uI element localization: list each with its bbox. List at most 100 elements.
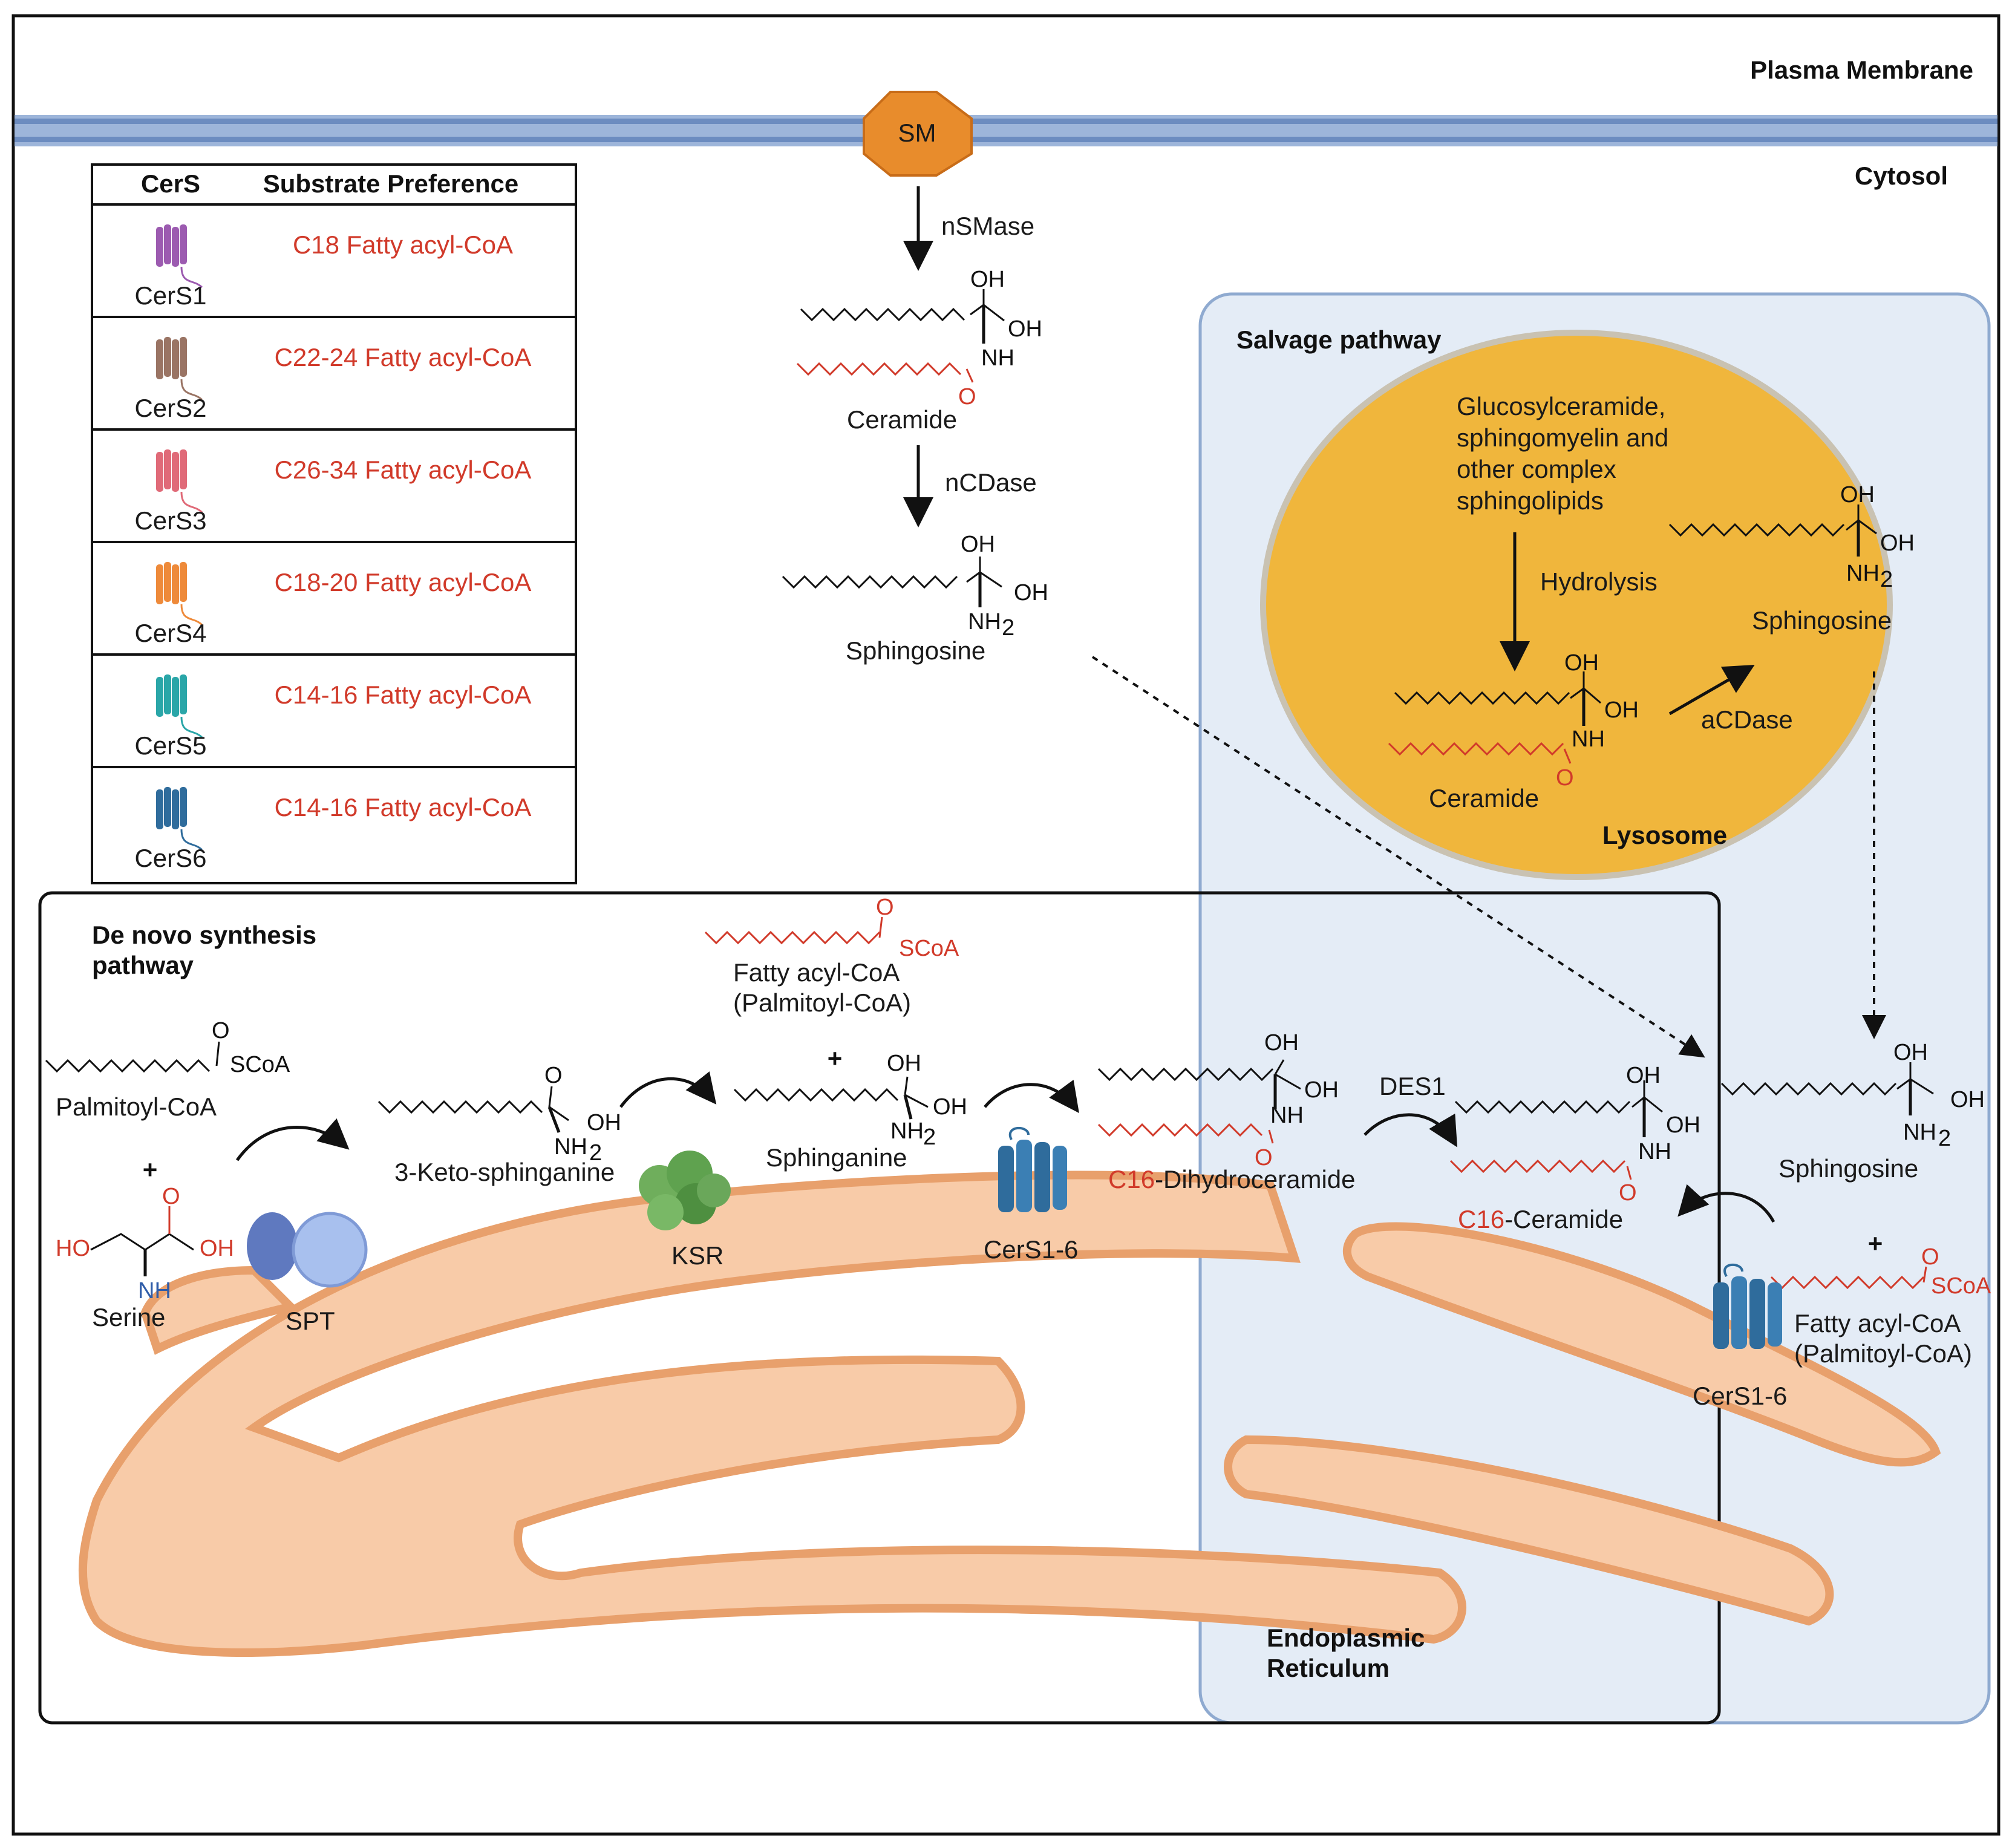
acyl-chain: [1668, 523, 1845, 537]
plasma-membrane-label: Plasma Membrane: [1750, 56, 1973, 84]
ksr-reaction-arrow: [619, 1071, 717, 1108]
acdase-label: aCDase: [1701, 705, 1793, 734]
svg-text:OH: OH: [1014, 580, 1048, 606]
lysosome-ceramide-structure: OH OH NH O: [1388, 650, 1639, 791]
acyl-chain: [1394, 691, 1570, 705]
substrate-preference: C14-16 Fatty acyl-CoA: [275, 681, 532, 709]
ceramide-structure: OH OH NH O: [796, 267, 1042, 410]
complex-sphingolipids-line-1: Glucosylceramide,: [1457, 392, 1665, 420]
svg-text:OH: OH: [1666, 1112, 1700, 1138]
nsmase-label: nSMase: [941, 212, 1034, 240]
svg-text:O: O: [1619, 1180, 1637, 1206]
acyl-chain: [796, 362, 962, 376]
svg-text:O: O: [162, 1184, 180, 1209]
svg-text:SCoA: SCoA: [899, 936, 959, 961]
spt-label: SPT: [286, 1307, 335, 1335]
acdase-arrow: [1668, 665, 1755, 716]
ncdase-label: nCDase: [945, 468, 1037, 497]
er-sphingosine-label: Sphingosine: [1778, 1154, 1918, 1183]
svg-text:NH: NH: [890, 1118, 924, 1144]
svg-text:NH: NH: [1270, 1103, 1304, 1128]
svg-text:O: O: [544, 1063, 563, 1088]
plasma-membrane: [15, 115, 1997, 146]
svg-text:2: 2: [923, 1125, 936, 1150]
svg-text:2: 2: [1938, 1126, 1951, 1151]
er-sphingosine-structure: OH OH NH 2: [1720, 1040, 1985, 1151]
svg-text:OH: OH: [1008, 316, 1042, 342]
svg-text:O: O: [958, 384, 976, 410]
acyl-chain: [1449, 1159, 1626, 1174]
svg-text:OH: OH: [587, 1110, 621, 1135]
salvage-fatty-acyl-coa-line-2: (Palmitoyl-CoA): [1794, 1339, 1972, 1368]
sphingosine-label: Sphingosine: [846, 636, 985, 665]
lysosome: [1260, 330, 1893, 880]
sphinganine-structure: OH OH NH 2: [733, 1051, 967, 1150]
salvage-pathway-title: Salvage pathway: [1236, 325, 1442, 354]
svg-text:OH: OH: [961, 532, 995, 557]
cers-name: CerS6: [134, 844, 206, 872]
svg-text:OH: OH: [887, 1051, 921, 1076]
svg-text:SM: SM: [898, 119, 936, 147]
svg-text:NH: NH: [1638, 1139, 1671, 1164]
acyl-chain: [377, 1100, 543, 1114]
fatty-acyl-coa-structure: O SCoA: [704, 895, 959, 961]
svg-text:HO: HO: [56, 1236, 90, 1261]
svg-text:OH: OH: [1304, 1077, 1339, 1103]
acyl-chain: [733, 1088, 899, 1102]
cers-reaction-arrow-1: [984, 1079, 1079, 1114]
svg-text:O: O: [1255, 1145, 1273, 1171]
acyl-chain: [45, 1059, 211, 1073]
fatty-acyl-coa-label-line-2: (Palmitoyl-CoA): [733, 988, 911, 1017]
cers-enzyme-1-label: CerS1-6: [984, 1235, 1078, 1264]
svg-text:2: 2: [1880, 567, 1893, 592]
svg-text:OH: OH: [933, 1094, 967, 1120]
palmitoyl-coa-label: Palmitoyl-CoA: [56, 1092, 217, 1121]
svg-text:NH: NH: [981, 345, 1014, 371]
svg-text:NH: NH: [138, 1278, 171, 1304]
svg-text:OH: OH: [1604, 697, 1639, 723]
svg-text:OH: OH: [1840, 482, 1875, 508]
acyl-chain: [1770, 1275, 1925, 1290]
svg-text:2: 2: [1002, 615, 1014, 641]
svg-text:O: O: [1921, 1244, 1939, 1270]
er-label-line-1: Endoplasmic: [1267, 1624, 1425, 1652]
c16-prefix: C16: [1108, 1165, 1155, 1193]
table-header-substrate: Substrate Preference: [263, 169, 519, 198]
table-header-cers: CerS: [141, 169, 200, 198]
endoplasmic-reticulum: [78, 1171, 1941, 1657]
acyl-chain: [782, 575, 958, 589]
dihydroceramide-label: C16-Dihydroceramide: [1108, 1165, 1356, 1193]
complex-sphingolipids-line-2: sphingomyelin and: [1457, 423, 1668, 452]
spt-reaction-arrow: [235, 1118, 350, 1161]
complex-sphingolipids-line-3: other complex: [1457, 455, 1616, 483]
svg-text:OH: OH: [200, 1236, 234, 1261]
des1-reaction-arrow: [1364, 1113, 1458, 1148]
lysosome-sphingosine-structure: OH OH NH 2: [1668, 482, 1915, 592]
svg-text:NH: NH: [1572, 726, 1605, 752]
svg-text:OH: OH: [1893, 1040, 1928, 1065]
cers-name: CerS3: [134, 506, 206, 535]
substrate-preference: C18 Fatty acyl-CoA: [293, 230, 513, 259]
salvage-fatty-acyl-coa-line-1: Fatty acyl-CoA: [1794, 1309, 1961, 1337]
substrate-preference: C18-20 Fatty acyl-CoA: [275, 568, 532, 596]
acyl-chain: [1097, 1123, 1263, 1137]
svg-text:OH: OH: [1564, 650, 1599, 676]
fatty-acyl-coa-label-line-1: Fatty acyl-CoA: [733, 958, 900, 987]
plus-sign-1: +: [143, 1155, 158, 1184]
svg-text:SCoA: SCoA: [230, 1052, 290, 1077]
spt-enzyme: [247, 1212, 368, 1288]
plus-sign-2: +: [828, 1044, 843, 1073]
acyl-chain: [1097, 1067, 1274, 1082]
substrate-preference: C22-24 Fatty acyl-CoA: [275, 343, 532, 371]
svg-text:OH: OH: [1626, 1063, 1661, 1088]
c16-ceramide-prefix: C16: [1458, 1205, 1504, 1233]
plus-sign-3: +: [1868, 1229, 1883, 1258]
ceramide-synthase-icon: [156, 787, 203, 851]
ceramide-synthase-icon: [156, 449, 203, 514]
ksr-enzyme: [639, 1151, 731, 1230]
serine-structure: HO OH O NH: [56, 1184, 234, 1304]
ceramide-synthase-icon: [156, 337, 203, 401]
